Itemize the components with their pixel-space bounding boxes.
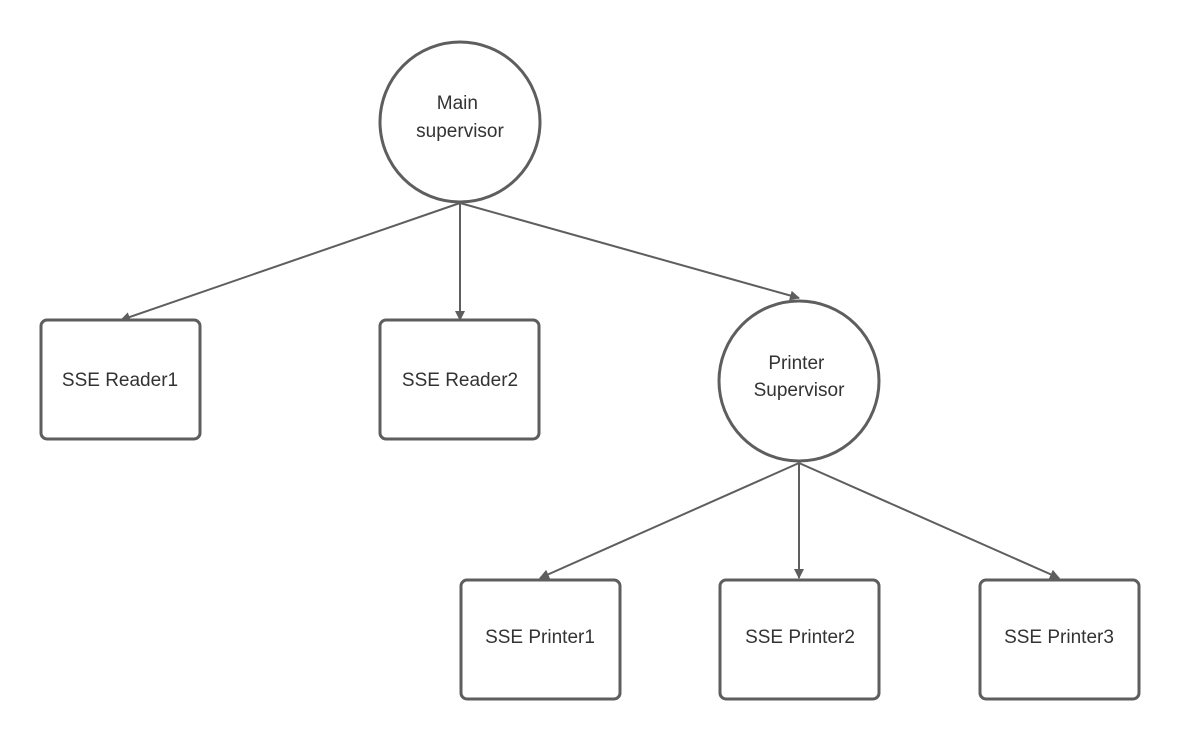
sse-printer3-box: [978, 578, 1141, 701]
sse-printer2-label: SSE Printer2: [745, 627, 855, 648]
edge-printer-supervisor-to-printer3: [798, 462, 1060, 579]
sse-reader2-box: [378, 318, 541, 441]
sse-printer3-node[interactable]: SSE Printer3: [978, 578, 1141, 701]
sse-reader1-box: [39, 318, 202, 441]
edges: [120, 202, 1060, 579]
sse-reader2-node[interactable]: SSE Reader2: [378, 318, 541, 441]
sse-printer3-label: SSE Printer3: [1004, 627, 1114, 648]
main-supervisor-label-line1: Main: [437, 93, 478, 114]
edge-main-to-reader1: [120, 202, 461, 322]
sse-printer1-box: [459, 578, 622, 701]
main-supervisor-node[interactable]: Main supervisor: [378, 40, 542, 204]
sse-printer1-node[interactable]: SSE Printer1: [459, 578, 622, 701]
sse-printer2-box: [718, 578, 881, 701]
main-supervisor-circle: [378, 40, 542, 204]
printer-supervisor-label-line2: Supervisor: [754, 380, 845, 401]
sse-reader2-label: SSE Reader2: [402, 370, 518, 391]
sse-reader1-node[interactable]: SSE Reader1: [39, 318, 202, 441]
printer-supervisor-node[interactable]: Printer Supervisor: [717, 299, 881, 463]
edge-main-to-printer-supervisor: [459, 202, 800, 301]
sse-printer1-label: SSE Printer1: [485, 627, 595, 648]
printer-supervisor-circle: [717, 299, 881, 463]
sse-printer2-node[interactable]: SSE Printer2: [718, 578, 881, 701]
edge-printer-supervisor-to-printer1: [539, 462, 800, 579]
printer-supervisor-label-line1: Printer: [768, 353, 825, 374]
sse-reader1-label: SSE Reader1: [62, 370, 178, 391]
printer-supervisor-label: Printer Supervisor: [754, 353, 845, 401]
main-supervisor-label: Main supervisor: [416, 93, 504, 142]
main-supervisor-label-line2: supervisor: [416, 121, 504, 142]
